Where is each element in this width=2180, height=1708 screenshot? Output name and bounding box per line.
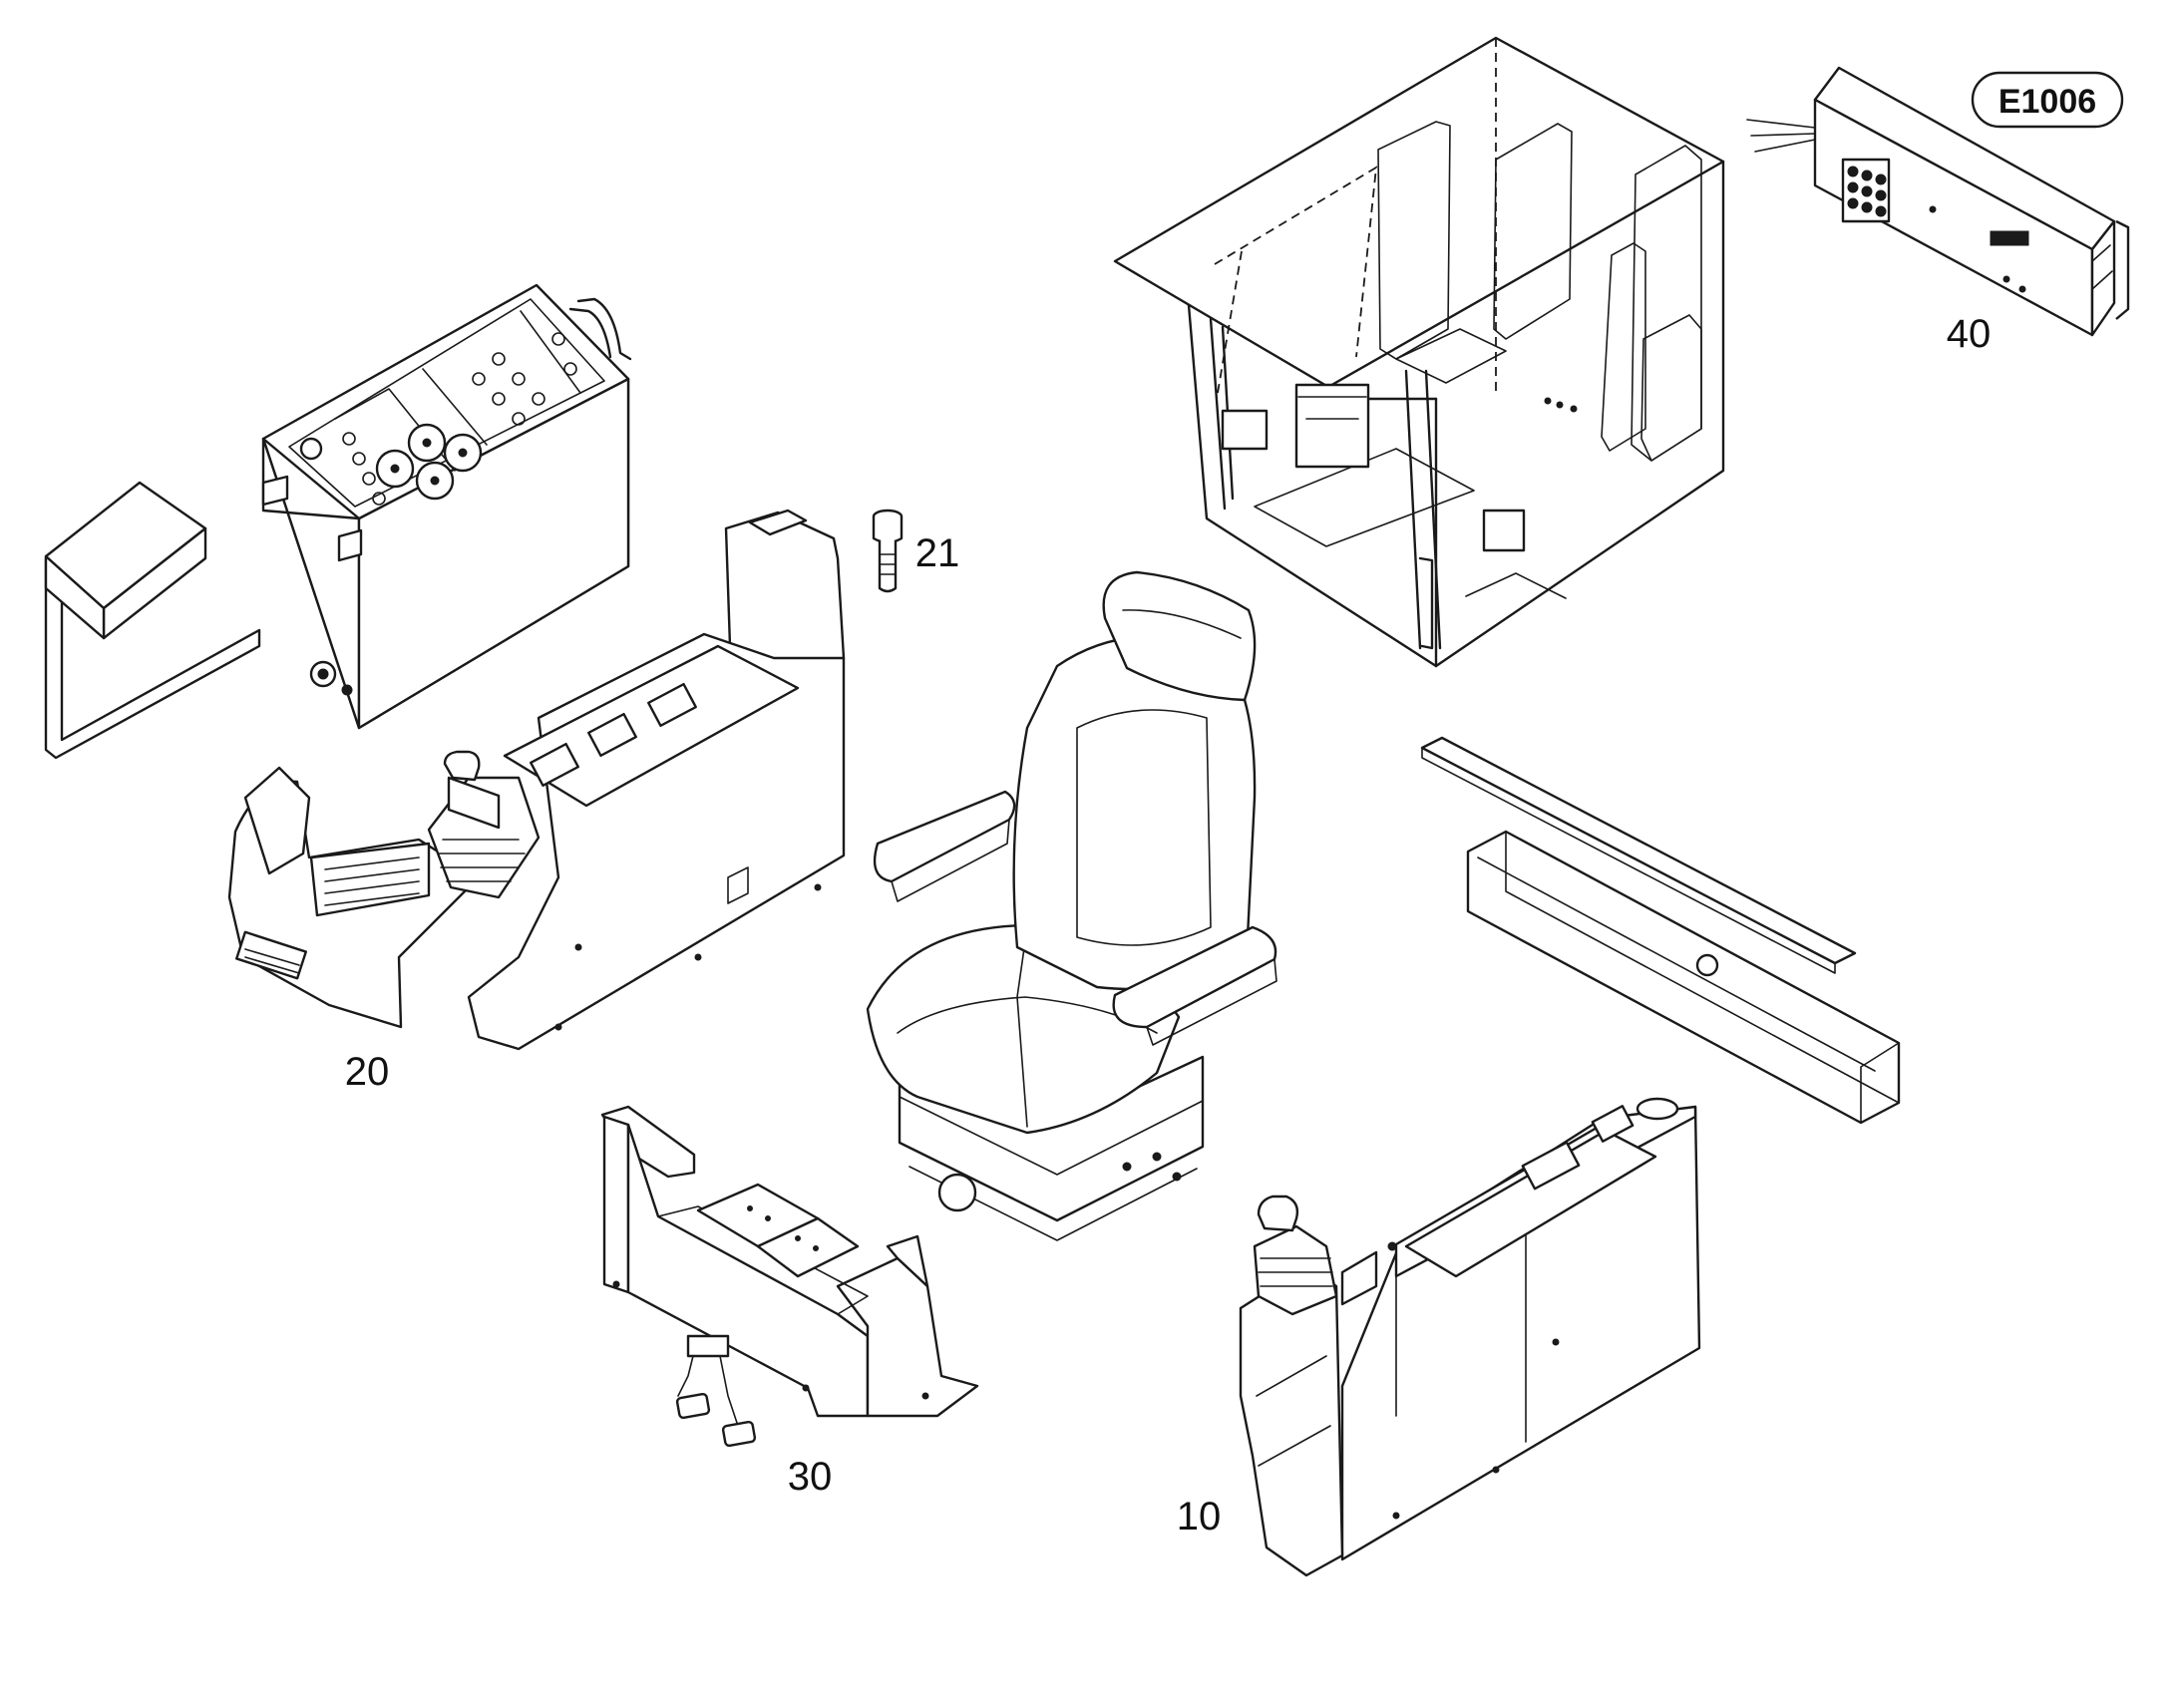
right-control-console: [1239, 1097, 1701, 1577]
drawing-id-text: E1006: [1998, 83, 2096, 121]
callout-labels: 40 21 20 30 10: [345, 312, 1992, 1538]
joystick-icon: [427, 750, 541, 899]
callout-pedal-assembly: 30: [788, 1455, 833, 1499]
mounting-screw: [872, 509, 904, 593]
callout-left-control-console: 20: [345, 1050, 390, 1094]
connector-icon: [309, 660, 353, 696]
left-control-console: [227, 509, 846, 1051]
drawing-id-badge: E1006: [1971, 71, 2124, 129]
callout-control-module: 40: [1947, 312, 1992, 356]
pedal-assembly: [600, 1105, 979, 1448]
callout-mounting-screw: 21: [915, 531, 960, 575]
control-module: [1746, 66, 2130, 337]
cover-strip: [1420, 736, 1901, 1125]
gauge-icon: [375, 423, 483, 501]
operator-cab: [1113, 36, 1725, 668]
callout-right-control-console: 10: [1177, 1495, 1222, 1538]
operator-seat: [866, 570, 1277, 1241]
keypad-icon: [1841, 158, 1891, 223]
joystick-icon: [1253, 1195, 1338, 1316]
instrument-console-box: [44, 283, 632, 760]
